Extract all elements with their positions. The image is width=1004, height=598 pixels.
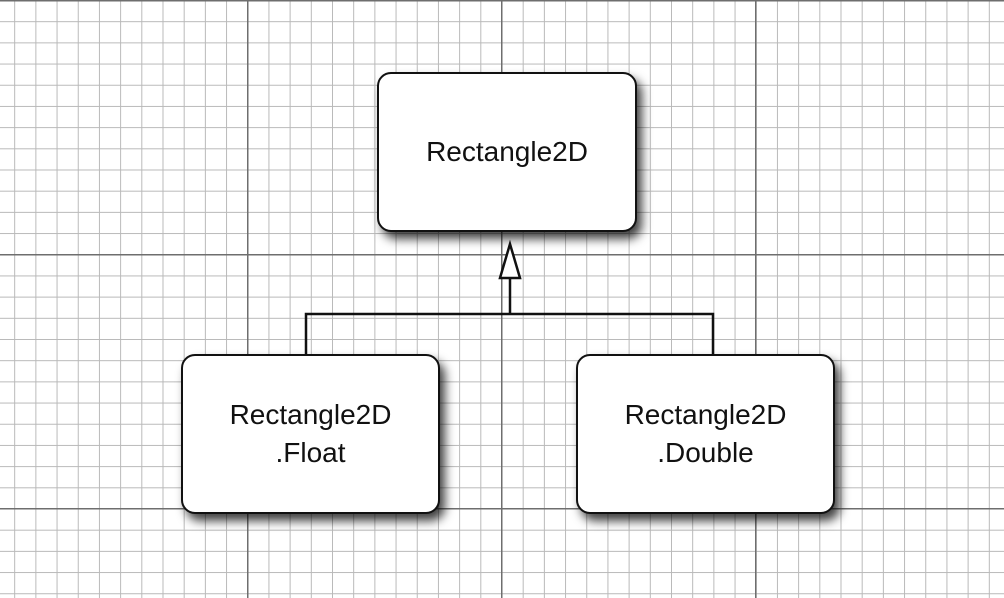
class-box-rectangle2d-float: Rectangle2D .Float (181, 354, 440, 514)
class-box-rectangle2d: Rectangle2D (377, 72, 637, 232)
connector-float (304, 312, 510, 354)
class-box-rectangle2d-double: Rectangle2D .Double (576, 354, 835, 514)
class-label-rectangle2d-double: Rectangle2D .Double (624, 399, 787, 468)
class-label-rectangle2d-float: Rectangle2D .Float (229, 399, 392, 468)
inheritance-arrowhead-icon (498, 239, 522, 280)
class-label-rectangle2d: Rectangle2D (426, 136, 588, 167)
connector-double (510, 312, 715, 354)
